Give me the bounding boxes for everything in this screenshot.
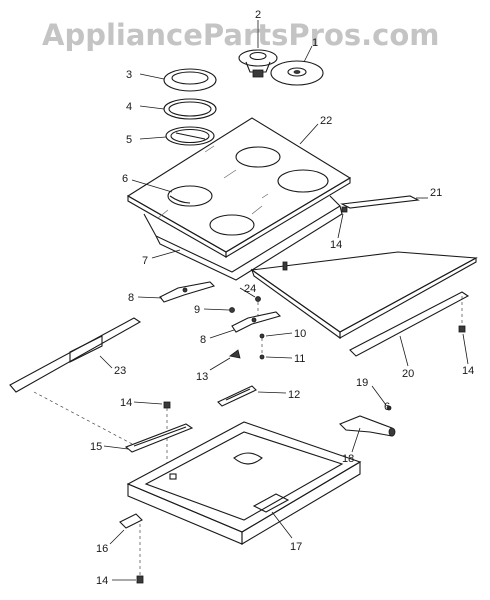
label-22: 22 bbox=[320, 115, 332, 127]
label-8-a: 8 bbox=[128, 292, 134, 304]
part-23-side-rail bbox=[9, 317, 142, 447]
label-5: 5 bbox=[126, 134, 132, 146]
label-8-b: 8 bbox=[200, 334, 206, 346]
label-3: 3 bbox=[126, 69, 132, 81]
part-13-electrode bbox=[209, 349, 241, 371]
label-10: 10 bbox=[294, 328, 306, 340]
label-9: 9 bbox=[194, 304, 200, 316]
part-21-trim-rail bbox=[340, 195, 428, 209]
label-4: 4 bbox=[126, 101, 132, 113]
part-14-screw-d bbox=[112, 575, 144, 584]
part-12-burner-bracket bbox=[217, 385, 287, 407]
part-14-screw-c bbox=[133, 401, 171, 470]
label-14-a: 14 bbox=[330, 239, 342, 251]
part-8-bracket-middle bbox=[209, 311, 282, 339]
label-19: 19 bbox=[356, 377, 368, 389]
part-3-burner-cap bbox=[139, 68, 217, 92]
part-6-pointer bbox=[131, 179, 173, 193]
part-9-screw bbox=[203, 307, 235, 313]
part-1-burner bbox=[270, 45, 324, 86]
label-21: 21 bbox=[430, 187, 442, 199]
part-21-frame-panel bbox=[250, 251, 478, 340]
label-6-b: 6 bbox=[384, 401, 390, 413]
label-17: 17 bbox=[290, 541, 302, 553]
label-18: 18 bbox=[342, 453, 354, 465]
part-20-lower-rail bbox=[349, 291, 470, 367]
label-1: 1 bbox=[312, 37, 318, 49]
part-15-bracket bbox=[103, 423, 194, 453]
label-2: 2 bbox=[255, 9, 261, 21]
part-5-gasket-ring bbox=[139, 126, 215, 146]
part-11-nut bbox=[259, 354, 293, 360]
part-16-bracket bbox=[109, 513, 143, 576]
part-8-bracket-top bbox=[137, 281, 216, 303]
label-14-d: 14 bbox=[96, 575, 108, 587]
label-11: 11 bbox=[294, 353, 305, 365]
part-19-screw bbox=[371, 385, 392, 411]
label-14-c: 14 bbox=[120, 397, 132, 409]
label-7: 7 bbox=[142, 255, 148, 267]
label-23: 23 bbox=[114, 365, 126, 377]
part-17-burner-box bbox=[126, 421, 362, 545]
label-20: 20 bbox=[402, 368, 414, 380]
label-24: 24 bbox=[244, 283, 256, 295]
part-10-clip bbox=[259, 332, 293, 354]
label-14-b: 14 bbox=[462, 365, 474, 377]
part-14-screw-a bbox=[337, 206, 348, 239]
part-14-screw-b bbox=[458, 296, 469, 365]
label-13: 13 bbox=[196, 371, 208, 383]
part-7-cooktop-frame bbox=[143, 195, 343, 281]
watermark-text: AppliancePartsPros.com bbox=[42, 18, 439, 52]
part-22-glass-cooktop bbox=[126, 117, 352, 258]
part-4-trim-ring bbox=[139, 98, 217, 120]
part-2-small-burner bbox=[238, 20, 278, 78]
label-6: 6 bbox=[122, 173, 128, 185]
part-18-mounting-clip bbox=[339, 415, 396, 453]
label-15: 15 bbox=[90, 441, 102, 453]
label-16: 16 bbox=[96, 543, 108, 555]
label-12: 12 bbox=[288, 389, 300, 401]
